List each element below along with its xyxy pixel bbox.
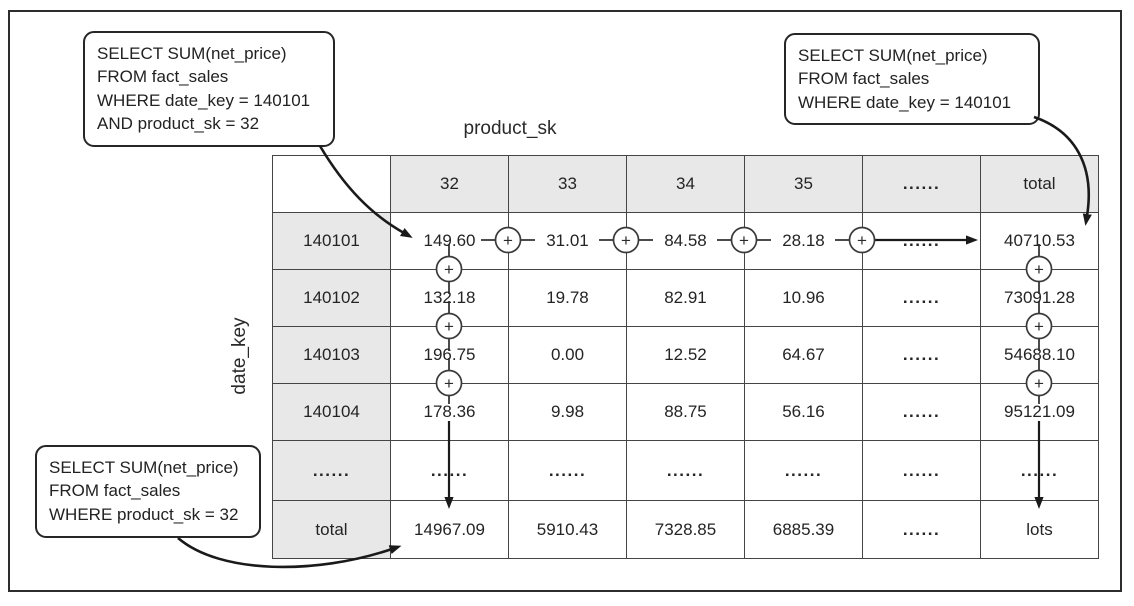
matrix-cell: 88.75 (626, 383, 745, 441)
col-header-cell: 32 (390, 155, 509, 213)
sql-callout-column-total: SELECT SUM(net_price) FROM fact_sales WH… (35, 445, 261, 538)
matrix-cell: 40710.53 (980, 212, 1099, 270)
row-header-cell: 140104 (272, 383, 391, 441)
sql-line: AND product_sk = 32 (97, 114, 260, 134)
sql-line: FROM fact_sales (97, 67, 229, 87)
row-header-cell: 140101 (272, 212, 391, 270)
matrix-cell: 9.98 (508, 383, 627, 441)
sql-line: SELECT SUM(net_price) (798, 46, 988, 65)
sql-line: FROM fact_sales (798, 69, 930, 89)
matrix-cell: ...... (862, 383, 981, 441)
matrix-cell: 19.78 (508, 269, 627, 327)
sql-line: WHERE product_sk = 32 (49, 504, 239, 524)
matrix-cell: 95121.09 (980, 383, 1099, 441)
matrix-cell: 12.52 (626, 326, 745, 384)
table-row: 140102 132.18 19.78 82.91 10.96 ...... 7… (272, 269, 1099, 327)
matrix-cell: 5910.43 (508, 500, 627, 559)
matrix-cell: ...... (980, 440, 1099, 501)
row-axis-label: date_key (229, 317, 250, 395)
matrix-cell: ...... (862, 440, 981, 501)
matrix-cell: 132.18 (390, 269, 509, 327)
sql-callout-cell-sum: SELECT SUM(net_price) FROM fact_sales WH… (83, 31, 335, 147)
table-row: 140104 178.36 9.98 88.75 56.16 ...... 95… (272, 383, 1099, 441)
matrix-cell: 178.36 (390, 383, 509, 441)
matrix-cell: 196.75 (390, 326, 509, 384)
matrix-cell: 149.60 (390, 212, 509, 270)
matrix-cell: ...... (390, 440, 509, 501)
row-header-cell: ...... (272, 440, 391, 501)
matrix-cell: 73091.28 (980, 269, 1099, 327)
table-row: 140103 196.75 0.00 12.52 64.67 ...... 54… (272, 326, 1099, 384)
sql-line: WHERE date_key = 140101 (798, 92, 1012, 112)
matrix-cell: ...... (862, 269, 981, 327)
matrix-cell: 7328.85 (626, 500, 745, 559)
data-cube-table: 32 33 34 35 ...... total 140101 149.60 3… (272, 155, 1099, 559)
sql-line: FROM fact_sales (49, 481, 181, 501)
sql-line: SELECT SUM(net_price) (49, 458, 239, 477)
col-header-cell: 34 (626, 155, 745, 213)
matrix-cell: 56.16 (744, 383, 863, 441)
matrix-cell: 10.96 (744, 269, 863, 327)
col-header-cell: 35 (744, 155, 863, 213)
table-row-ellipsis: ...... ...... ...... ...... ...... .....… (272, 440, 1099, 501)
matrix-cell: ...... (508, 440, 627, 501)
row-header-cell: 140102 (272, 269, 391, 327)
column-axis-label: product_sk (463, 118, 557, 139)
matrix-cell: ...... (862, 326, 981, 384)
table-row-total: total 14967.09 5910.43 7328.85 6885.39 .… (272, 500, 1099, 559)
matrix-cell: 28.18 (744, 212, 863, 270)
row-header-cell: 140103 (272, 326, 391, 384)
matrix-cell: ...... (862, 500, 981, 559)
matrix-cell: 6885.39 (744, 500, 863, 559)
col-header-cell: total (980, 155, 1099, 213)
table-row: 140101 149.60 31.01 84.58 28.18 ...... 4… (272, 212, 1099, 270)
corner-spacer (272, 155, 391, 213)
matrix-cell: lots (980, 500, 1099, 559)
matrix-cell: ...... (626, 440, 745, 501)
matrix-cell: 0.00 (508, 326, 627, 384)
sql-callout-row-total: SELECT SUM(net_price) FROM fact_sales WH… (784, 33, 1040, 125)
matrix-cell: ...... (744, 440, 863, 501)
matrix-cell: 31.01 (508, 212, 627, 270)
matrix-cell: 64.67 (744, 326, 863, 384)
column-header-row: 32 33 34 35 ...... total (272, 155, 1099, 213)
matrix-cell: ...... (862, 212, 981, 270)
row-header-cell: total (272, 500, 391, 559)
matrix-cell: 54688.10 (980, 326, 1099, 384)
col-header-cell: ...... (862, 155, 981, 213)
matrix-cell: 82.91 (626, 269, 745, 327)
matrix-cell: 84.58 (626, 212, 745, 270)
sql-line: WHERE date_key = 140101 (97, 90, 311, 110)
matrix-cell: 14967.09 (390, 500, 509, 559)
col-header-cell: 33 (508, 155, 627, 213)
sql-line: SELECT SUM(net_price) (97, 44, 287, 63)
